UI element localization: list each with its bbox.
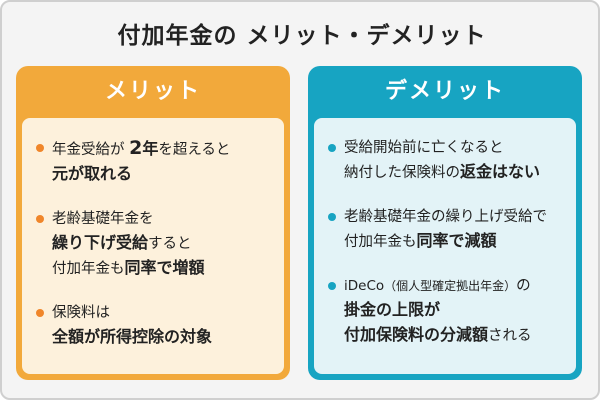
merit-header: メリット [104, 79, 201, 104]
demerit-header: デメリット [384, 79, 505, 104]
demerit-item-1-line-2: 納付した保険料の返金はない [344, 162, 541, 181]
merit-item-1-line-2: 元が取れる [52, 164, 133, 183]
merit-item-1: 年金受給が 2年を超えると 元が取れる [36, 136, 274, 187]
merit-item-1-line-1: 年金受給が 2年を超えると [52, 137, 231, 159]
demerit-item-2-line-1: 老齢基礎年金の繰り上げ受給で [344, 209, 547, 225]
bullet-dot-icon [36, 144, 44, 152]
demerit-item-3-line-1: iDeCo（個人型確定拠出年金）の [344, 278, 531, 294]
merit-card: メリット 年金受給が 2年を超えると 元が取れる 老齢基礎年金を 繰り下げ受給す… [16, 66, 290, 380]
bullet-dot-icon [328, 282, 336, 290]
merit-item-2: 老齢基礎年金を 繰り下げ受給すると 付加年金も同率で増額 [36, 207, 274, 281]
demerit-item-3: iDeCo（個人型確定拠出年金）の 掛金の上限が 付加保険料の分減額される [328, 274, 566, 348]
merit-item-2-line-1: 老齢基礎年金を [52, 211, 154, 227]
bullet-dot-icon [36, 309, 44, 317]
merit-item-3-line-1: 保険料は [52, 305, 110, 321]
page-title: 付加年金の メリット・デメリット [117, 23, 487, 49]
demerit-item-2: 老齢基礎年金の繰り上げ受給で 付加年金も同率で減額 [328, 205, 566, 254]
merit-item-3: 保険料は 全額が所得控除の対象 [36, 301, 274, 350]
demerit-item-3-line-3: 付加保険料の分減額される [344, 325, 532, 344]
demerit-item-1-line-1: 受給開始前に亡くなると [344, 140, 504, 156]
merit-item-3-line-2: 全額が所得控除の対象 [52, 327, 213, 346]
demerit-card: デメリット 受給開始前に亡くなると 納付した保険料の返金はない 老齢基礎年金の繰… [308, 66, 582, 380]
bullet-dot-icon [36, 215, 44, 223]
merit-body: 年金受給が 2年を超えると 元が取れる 老齢基礎年金を 繰り下げ受給すると 付加… [22, 118, 284, 374]
demerit-item-1: 受給開始前に亡くなると 納付した保険料の返金はない [328, 136, 566, 185]
demerit-item-2-line-2: 付加年金も同率で減額 [344, 231, 497, 250]
demerit-item-3-line-2: 掛金の上限が [344, 300, 441, 319]
bullet-dot-icon [328, 144, 336, 152]
bullet-dot-icon [328, 213, 336, 221]
merit-item-2-line-3: 付加年金も同率で増額 [52, 258, 205, 277]
merit-item-2-line-2: 繰り下げ受給すると [52, 233, 192, 252]
demerit-body: 受給開始前に亡くなると 納付した保険料の返金はない 老齢基礎年金の繰り上げ受給で… [314, 118, 576, 374]
